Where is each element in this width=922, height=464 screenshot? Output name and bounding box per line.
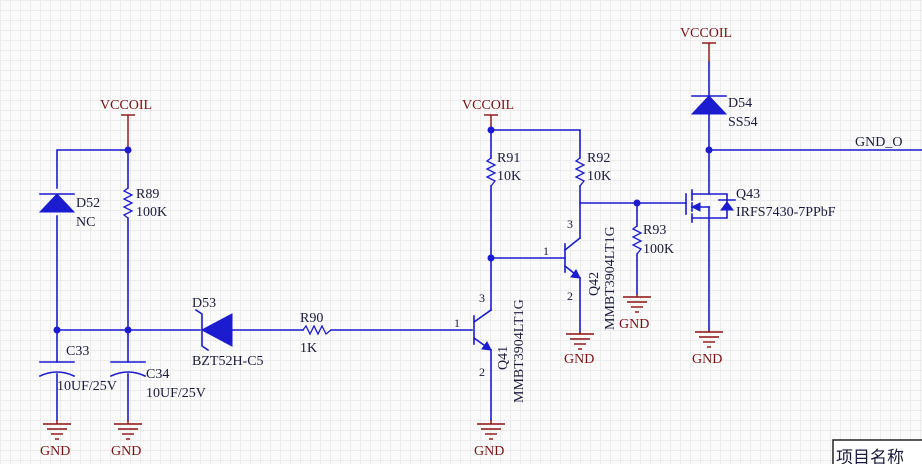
svg-text:100K: 100K [643,242,674,257]
junction-dots [53,126,713,334]
gnd-symbol-1: GND [40,420,71,459]
svg-text:2: 2 [567,289,573,303]
vccoil-symbol-1: VCCOIL [100,98,152,150]
svg-text:1K: 1K [300,341,317,356]
q42-wires [579,185,687,333]
svg-text:VCCOIL: VCCOIL [100,98,152,113]
svg-text:GND: GND [111,444,141,459]
svg-text:1: 1 [543,244,549,258]
gnd-symbol-2: GND [111,420,142,459]
svg-text:GND: GND [564,352,594,367]
gnd-o-net: GND_O [708,135,922,151]
svg-text:Q43: Q43 [736,187,760,202]
gnd-symbol-4: GND [564,332,594,367]
svg-text:GND: GND [692,352,722,367]
d53-zener-diode: D53 BZT52H-C5 [192,296,264,369]
svg-text:10UF/25V: 10UF/25V [146,386,206,401]
svg-text:10K: 10K [497,169,521,184]
r91-resistor: R91 10K [485,151,521,187]
gnd-symbol-3: GND [474,420,505,459]
svg-text:R90: R90 [300,311,323,326]
d54-diode: D54 SS54 [690,61,758,151]
svg-text:10K: 10K [587,169,611,184]
svg-text:R93: R93 [643,223,666,238]
vccoil-symbol-2: VCCOIL [462,98,514,130]
svg-text:100K: 100K [136,205,167,220]
svg-text:Q41: Q41 [496,346,511,370]
gnd-symbol-5: GND [619,294,651,332]
q41-transistor: 1 3 2 Q41 MMBT3904LT1G [454,291,527,403]
svg-text:NC: NC [76,215,95,230]
svg-text:GND: GND [474,444,504,459]
q41-wires [490,129,581,421]
left-wires [56,149,473,421]
svg-text:GND: GND [619,317,649,332]
svg-text:SS54: SS54 [728,115,758,130]
svg-text:10UF/25V: 10UF/25V [57,379,117,394]
svg-text:GND_O: GND_O [855,135,902,150]
svg-text:R89: R89 [136,187,159,202]
svg-text:项目名称: 项目名称 [836,448,904,464]
q42-transistor: 1 3 2 Q42 MMBT3904LT1G [543,217,618,330]
c33-capacitor: C33 10UF/25V [38,344,117,394]
svg-text:2: 2 [479,365,485,379]
d52-diode: D52 NC [38,193,100,230]
r90-resistor: R90 1K [300,311,332,356]
svg-text:MMBT3904LT1G: MMBT3904LT1G [603,226,618,330]
svg-text:3: 3 [567,217,573,231]
svg-text:3: 3 [479,291,485,305]
svg-text:VCCOIL: VCCOIL [680,26,732,41]
svg-text:VCCOIL: VCCOIL [462,98,514,113]
svg-text:1: 1 [454,316,460,330]
q43-mosfet: Q43 IRFS7430-7PPbF [685,149,836,331]
svg-text:R92: R92 [587,151,610,166]
svg-text:MMBT3904LT1G: MMBT3904LT1G [512,299,527,403]
svg-text:D54: D54 [728,96,752,111]
r89-resistor: R89 100K [122,187,167,220]
svg-text:C33: C33 [66,344,89,359]
svg-text:D53: D53 [192,296,216,311]
vccoil-symbol-3: VCCOIL [680,26,732,62]
r92-resistor: R92 10K [574,151,611,187]
svg-text:C34: C34 [146,367,169,382]
svg-text:Q42: Q42 [587,272,602,296]
title-block: 项目名称 [832,439,922,464]
svg-text:R91: R91 [497,151,520,166]
c34-capacitor: C34 10UF/25V [109,361,206,401]
gnd-symbol-6: GND [692,330,723,367]
svg-text:D52: D52 [76,196,100,211]
r93-resistor: R93 100K [631,223,674,257]
svg-text:GND: GND [40,444,70,459]
svg-text:IRFS7430-7PPbF: IRFS7430-7PPbF [736,205,836,220]
svg-text:BZT52H-C5: BZT52H-C5 [192,354,264,369]
